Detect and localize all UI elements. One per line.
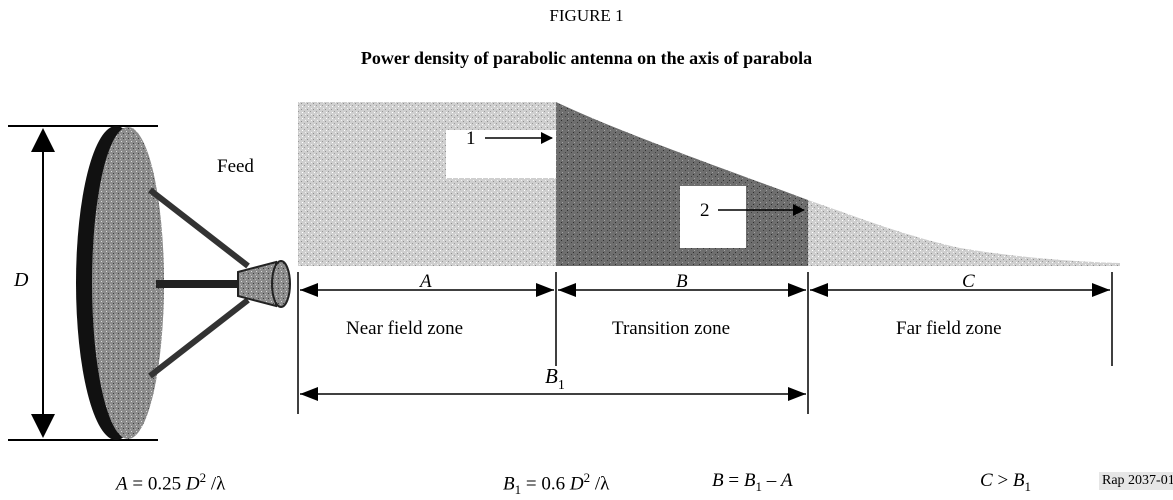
formula-b-b1: B bbox=[743, 470, 756, 491]
near-field-zone-label: Near field zone bbox=[346, 318, 463, 339]
segment-c-label: C bbox=[962, 271, 975, 292]
formula-b1-sup: 2 bbox=[583, 470, 591, 485]
feed-label: Feed bbox=[217, 156, 254, 177]
formula-b1-d: D bbox=[569, 473, 584, 495]
label-box-1 bbox=[446, 130, 556, 178]
dimension-arrows: A B C B1 Near field zone Transition zone… bbox=[300, 271, 1110, 401]
formula-b-lhs: B bbox=[712, 470, 724, 491]
transition-zone-label: Transition zone bbox=[612, 318, 730, 339]
formula-a-tail: /λ bbox=[206, 473, 226, 495]
formula-b: B = B1 – A bbox=[712, 470, 793, 495]
marker-1: 1 bbox=[466, 128, 553, 149]
marker-2: 2 bbox=[700, 200, 805, 221]
formula-b-minus: – bbox=[761, 470, 781, 491]
near-field-region bbox=[298, 102, 556, 266]
diameter-label: D bbox=[13, 269, 29, 291]
formula-c-b1: B bbox=[1012, 470, 1025, 491]
feed-horn bbox=[237, 260, 277, 308]
formula-b-a: A bbox=[780, 470, 793, 491]
formula-a-sup: 2 bbox=[199, 470, 207, 485]
formula-c-b1sub: 1 bbox=[1024, 478, 1032, 494]
formula-a: A = 0.25 D2 /λ bbox=[116, 470, 225, 495]
segment-b1-label: B1 bbox=[545, 364, 565, 393]
formula-b1: B1 = 0.6 D2 /λ bbox=[503, 470, 609, 498]
far-field-zone-label: Far field zone bbox=[896, 318, 1002, 339]
segment-b-label: B bbox=[676, 271, 688, 292]
label-box-2 bbox=[680, 186, 746, 248]
zone-boundaries bbox=[297, 272, 1113, 414]
formula-b-b1sub: 1 bbox=[755, 478, 762, 494]
marker-1-label: 1 bbox=[466, 128, 476, 149]
formula-b1-lhs: B bbox=[503, 473, 515, 495]
formula-b1-tail: /λ bbox=[590, 473, 610, 495]
segment-a-label: A bbox=[418, 271, 432, 292]
formula-a-d: D bbox=[185, 473, 200, 495]
formula-b-eq: = bbox=[723, 470, 744, 491]
formula-c-gt: > bbox=[992, 470, 1013, 491]
formula-b1-eq: = 0.6 bbox=[521, 473, 570, 495]
figure-title: Power density of parabolic antenna on th… bbox=[360, 48, 813, 68]
formula-a-lhs: A bbox=[116, 473, 128, 495]
formula-b1-sub: 1 bbox=[514, 482, 522, 498]
figure-number: FIGURE 1 bbox=[549, 6, 624, 25]
formula-a-eq: = 0.25 bbox=[127, 473, 186, 495]
formula-c-lhs: C bbox=[980, 470, 993, 491]
parabolic-antenna: Feed bbox=[8, 125, 291, 441]
far-field-region bbox=[808, 200, 1120, 266]
dish-surface bbox=[92, 127, 164, 439]
diameter-dimension: D bbox=[13, 128, 55, 438]
marker-2-label: 2 bbox=[700, 200, 710, 221]
figure-reference: Rap 2037-01 bbox=[1099, 472, 1173, 490]
power-density-profile bbox=[298, 102, 1120, 266]
formula-c: C > B1 bbox=[980, 470, 1031, 495]
